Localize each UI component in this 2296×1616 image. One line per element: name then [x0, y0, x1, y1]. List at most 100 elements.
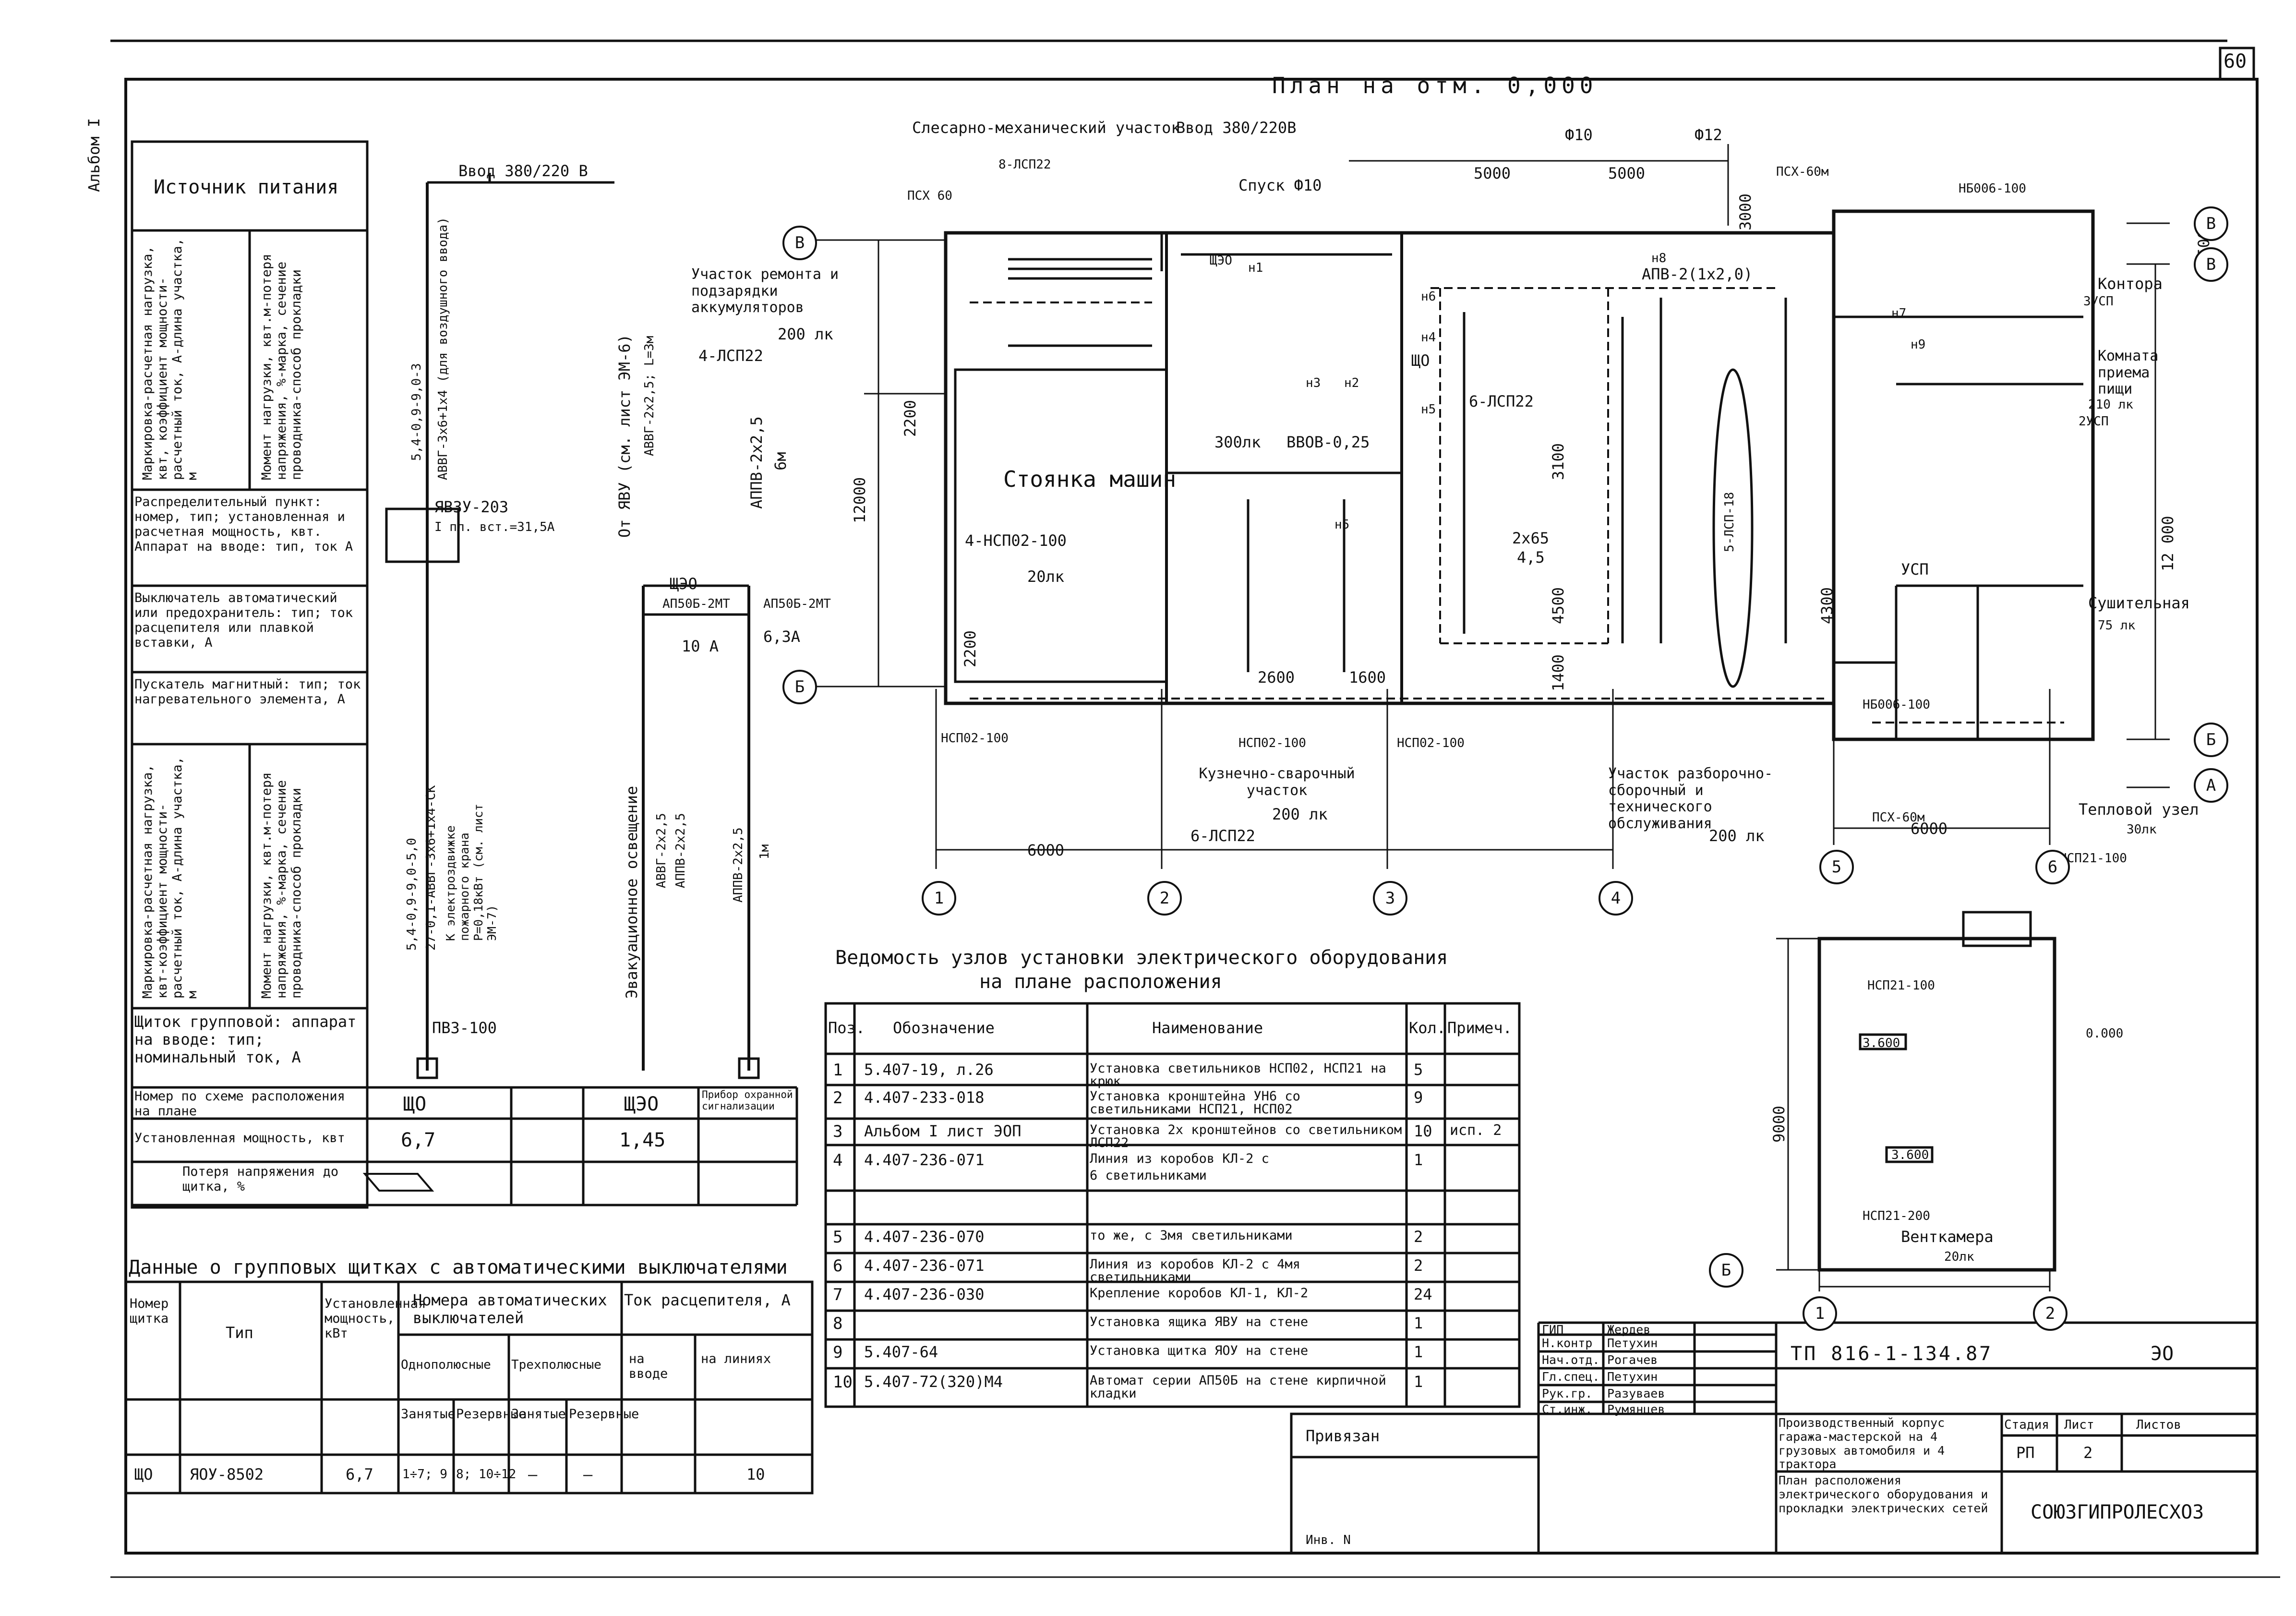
nodes-cell: 5.407-19, л.26: [864, 1061, 994, 1079]
title-stage-header: Стадия: [2004, 1418, 2049, 1432]
nodes-cell: 4.407-233-018: [864, 1088, 985, 1107]
group-cell-busy-2: —: [528, 1465, 538, 1483]
room-parking-lux: 20лк: [1027, 567, 1065, 586]
group-h-res-2: Резервные: [569, 1407, 639, 1422]
axis-marker-5: 5: [1819, 850, 1854, 884]
plan-elev-0: 0.000: [2086, 1026, 2124, 1041]
scheme-sh0: ЩО: [403, 1093, 427, 1115]
nodes-cell: 10: [833, 1373, 853, 1392]
legend-row-number: Номер по схеме расположения на плане: [134, 1089, 345, 1119]
nodes-cell: 10: [1414, 1122, 1432, 1140]
legend-source: Источник питания: [154, 176, 339, 198]
group-h-type: Тип: [226, 1324, 253, 1342]
scheme-cabinet: ЯВЗУ-203: [434, 498, 509, 516]
nodes-cell: 6: [833, 1256, 843, 1276]
plan-usp: УСП: [1901, 560, 1929, 579]
title-code: ТП 816-1-134.87: [1791, 1343, 1993, 1365]
axis-marker-a-r: А: [2194, 768, 2228, 803]
dim-4500: 4500: [1549, 587, 1567, 624]
plan-h5: н5: [1421, 402, 1436, 417]
plan-vvod: ВВОВ-0,25: [1286, 433, 1370, 451]
plan-nsp21: НСП21-100: [2059, 851, 2127, 866]
group-h-input: на вводе: [629, 1351, 668, 1382]
group-cell-num: ЩО: [134, 1465, 153, 1483]
dim-12000: 12000: [851, 477, 869, 523]
nodes-cell: Установка светильников НСП02, НСП21 на к…: [1090, 1061, 1386, 1089]
title-role: Рук.гр.: [1542, 1387, 1593, 1400]
plan-lamp-45: 4,5: [1517, 548, 1545, 567]
plan-psx60m-2: ПСХ-60м: [1872, 810, 1925, 825]
plan-elev-2: 3.600: [1891, 1148, 1929, 1162]
plan-nsp-2: НСП02-100: [1238, 736, 1306, 750]
title-sheets-header: Листов: [2136, 1418, 2181, 1432]
group-cell-res-2: —: [583, 1465, 593, 1483]
nodes-cell: Автомат серии АП50Б на стене кирпичной к…: [1090, 1373, 1386, 1401]
room-battery-lux: 200 лк: [778, 325, 833, 343]
scheme-ap2-current: 6,3А: [763, 627, 801, 646]
plan-h8: н8: [1651, 251, 1667, 265]
dim-3100: 3100: [1549, 443, 1567, 480]
nodes-cell: 1: [1414, 1373, 1423, 1391]
room-office: Контора: [2098, 275, 2163, 293]
scheme-cabinet-note: I пл. вст.=31,5А: [434, 520, 555, 534]
scheme-sh3o: ЩЭО: [670, 575, 697, 593]
nodes-h-name: Наименование: [1152, 1019, 1263, 1037]
scheme-alarm: Прибор охранной сигнализации: [702, 1089, 793, 1112]
title-person: Жердев: [1607, 1323, 1651, 1337]
nodes-cell: Установка кронштейна УН6 со светильникам…: [1090, 1089, 1300, 1117]
nodes-cell: 2: [1414, 1228, 1423, 1246]
room-parking-lamps: 4-НСП02-100: [965, 531, 1067, 550]
plan-h9: н9: [1911, 338, 1926, 352]
nodes-cell: Крепление коробов КЛ-1, КЛ-2: [1090, 1286, 1309, 1301]
scheme-cable-3: АВВГ-2х2,5; L=3м: [642, 336, 657, 456]
axis-marker-1-vent: 1: [1803, 1296, 1837, 1331]
nodes-h-pos: Поз.: [828, 1019, 866, 1037]
nodes-cell: 7: [833, 1285, 843, 1304]
legend-dist-point: Распределительный пункт: номер, тип; уст…: [134, 494, 353, 555]
group-h-num: Номер щитка: [130, 1296, 169, 1327]
nodes-h-qty: Кол.: [1409, 1019, 1446, 1037]
nodes-cell: 4.407-236-070: [864, 1228, 985, 1246]
plan-h2: н2: [1344, 376, 1359, 390]
legend-moment: Момент нагрузки, квт.м-потеря напряжения…: [259, 253, 304, 480]
title-role: Н.контр: [1542, 1336, 1593, 1350]
group-table-title: Данные о групповых щитках с автоматическ…: [129, 1256, 788, 1278]
nodes-cell: 6 светильниками: [1090, 1168, 1207, 1183]
title-org: СОЮЗГИПРОЛЕСХОЗ: [2031, 1501, 2204, 1523]
title-person: Разуваев: [1607, 1387, 1665, 1400]
scheme-ap2: АП50Б-2МТ: [763, 597, 831, 611]
nodes-cell: то же, с 3мя светильниками: [1090, 1228, 1293, 1243]
room-meal-lamp: 2УСП: [2079, 414, 2109, 429]
legend-marking-2: Маркировка-расчетная нагрузка, квт-коэфф…: [140, 757, 200, 999]
group-h-lines: на линиях: [701, 1351, 771, 1366]
room-locksmith: Слесарно-механический участок: [912, 119, 1180, 137]
group-cell-res-1: 8; 10÷12: [456, 1467, 517, 1482]
group-h-busy-1: Занятые: [401, 1407, 456, 1422]
title-role: Нач.отд.: [1542, 1353, 1600, 1367]
plan-phi12: Ф12: [1695, 126, 1722, 144]
nodes-cell: 8: [833, 1314, 843, 1333]
scheme-len-6: 1м: [757, 844, 772, 859]
plan-lamp-6lsp: 6-ЛСП22: [1469, 392, 1534, 410]
axis-marker-b: Б: [782, 670, 817, 704]
group-h-three: Трехполюсные: [511, 1358, 601, 1372]
plan-psx60m: ПСХ-60м: [1776, 165, 1829, 179]
plan-nsp-1: НСП02-100: [941, 731, 1009, 746]
scheme-note-2: К электроздвижке пожарного крана Р=0,18к…: [444, 804, 499, 941]
nodes-cell: Установка ящика ЯВУ на стене: [1090, 1315, 1309, 1329]
nodes-cell: Альбом I лист ЭОП: [864, 1122, 1022, 1140]
plan-title: План на отм. 0,000: [1272, 72, 1598, 98]
nodes-cell: исп. 2: [1450, 1122, 1502, 1139]
room-disasm: Участок разборочно-сборочный и техническ…: [1608, 765, 1773, 832]
legend-moment-2: Момент нагрузки, квт.м-потеря напряжения…: [259, 772, 304, 999]
scheme-cable-6: АППВ-2х2,5: [731, 827, 745, 903]
nodes-h-designation: Обозначение: [893, 1019, 995, 1037]
dim-1400: 1400: [1549, 654, 1567, 691]
axis-marker-2-vent: 2: [2033, 1296, 2068, 1331]
group-h-power: Установленная мощность, кВт: [325, 1296, 426, 1341]
room-meal-lux: 210 лк: [2088, 398, 2133, 412]
title-project: Производственный корпус гаража-мастерско…: [1779, 1416, 1945, 1471]
nodes-cell: 5.407-72(320)М4: [864, 1373, 1003, 1391]
group-cell-type: ЯОУ-8502: [190, 1465, 264, 1483]
